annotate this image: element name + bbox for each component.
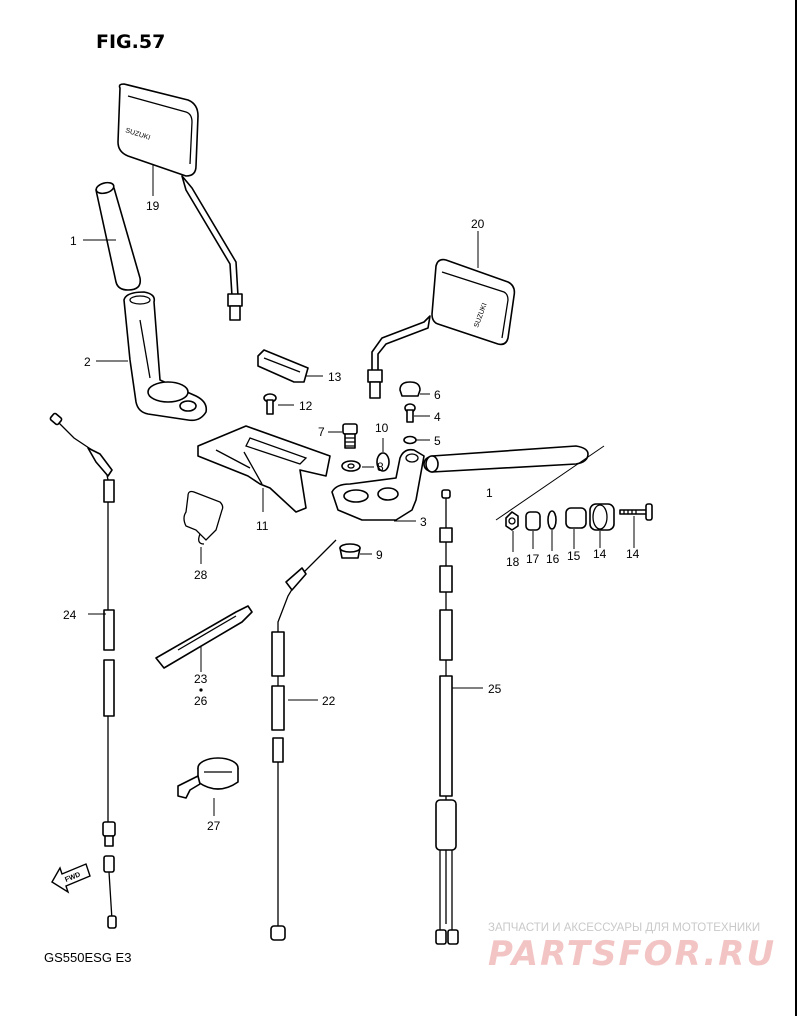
label-20: 19: [146, 199, 160, 213]
label-17: 16: [546, 552, 560, 566]
label-13: 13: [328, 370, 342, 384]
part-12-screw: [263, 393, 277, 415]
part-15-weight: [589, 503, 615, 531]
part-17-washer: [547, 510, 557, 530]
part-24-cable: [49, 412, 117, 929]
part-28-clip: [183, 490, 224, 545]
part-10-pin: [376, 452, 390, 472]
leader-1b: [495, 445, 605, 521]
label-9: 9: [376, 548, 383, 562]
label-11: 11: [256, 519, 269, 533]
part-20-left-mirror: SUZUKI: [117, 83, 243, 321]
part-21-right-mirror: SUZUKI: [367, 258, 516, 399]
part-2-left-bracket: [123, 291, 208, 422]
part-23-strap: [155, 605, 253, 669]
part-8-washer: [341, 460, 361, 472]
label-16: 15: [567, 549, 581, 563]
watermark-brand: PARTSFOR.RU: [488, 934, 776, 974]
part-18-collar: [525, 511, 541, 531]
part-27-clamp: [177, 757, 239, 799]
part-14-screw: [619, 503, 653, 521]
part-16-rubber: [565, 507, 587, 529]
label-22: 22: [322, 694, 336, 708]
part-11-plate: [197, 425, 331, 513]
part-19-nut: [505, 511, 519, 531]
part-25-cable: [435, 489, 459, 945]
label-5: 5: [434, 434, 441, 448]
label-14b: 14: [626, 547, 640, 561]
part-6-cap: [399, 381, 421, 397]
label-7: 7: [318, 425, 325, 439]
part-7-bolt: [342, 423, 358, 449]
label-1b: 1: [486, 486, 493, 500]
label-4: 4: [434, 410, 441, 424]
part-13-switch: [257, 349, 309, 383]
label-25: 25: [488, 682, 502, 696]
model-code: GS550ESG E3: [44, 950, 131, 965]
label-10: 10: [375, 421, 389, 435]
part-9-grommet: [339, 543, 361, 559]
fwd-arrow-icon: FWD: [51, 863, 91, 894]
separator-dot: [199, 688, 203, 692]
label-8: 8: [377, 460, 384, 474]
label-18: 17: [526, 552, 540, 566]
part-1-right-grip: [423, 445, 589, 473]
label-3: 3: [420, 515, 427, 529]
label-24: 24: [63, 608, 77, 622]
label-6: 6: [434, 388, 441, 402]
part-1-left-grip: [95, 181, 142, 291]
figure-title: FIG.57: [96, 31, 165, 53]
label-15: 14: [593, 547, 607, 561]
label-2: 2: [84, 355, 91, 369]
part-3-right-bracket: [331, 448, 425, 521]
label-12: 12: [299, 399, 313, 413]
label-27: 27: [207, 819, 221, 833]
part-4-screw: [404, 403, 416, 423]
label-23: 23: [194, 672, 208, 686]
label-1a: 1: [70, 234, 77, 248]
label-26: 26: [194, 694, 208, 708]
part-5-washer: [403, 435, 417, 445]
label-21: 20: [471, 217, 485, 231]
label-28: 28: [194, 568, 208, 582]
watermark-tagline: ЗАПЧАСТИ И АКСЕССУАРЫ ДЛЯ МОТОТЕХНИКИ: [488, 922, 760, 934]
part-22-cable: [270, 539, 337, 941]
label-19: 18: [506, 555, 520, 569]
